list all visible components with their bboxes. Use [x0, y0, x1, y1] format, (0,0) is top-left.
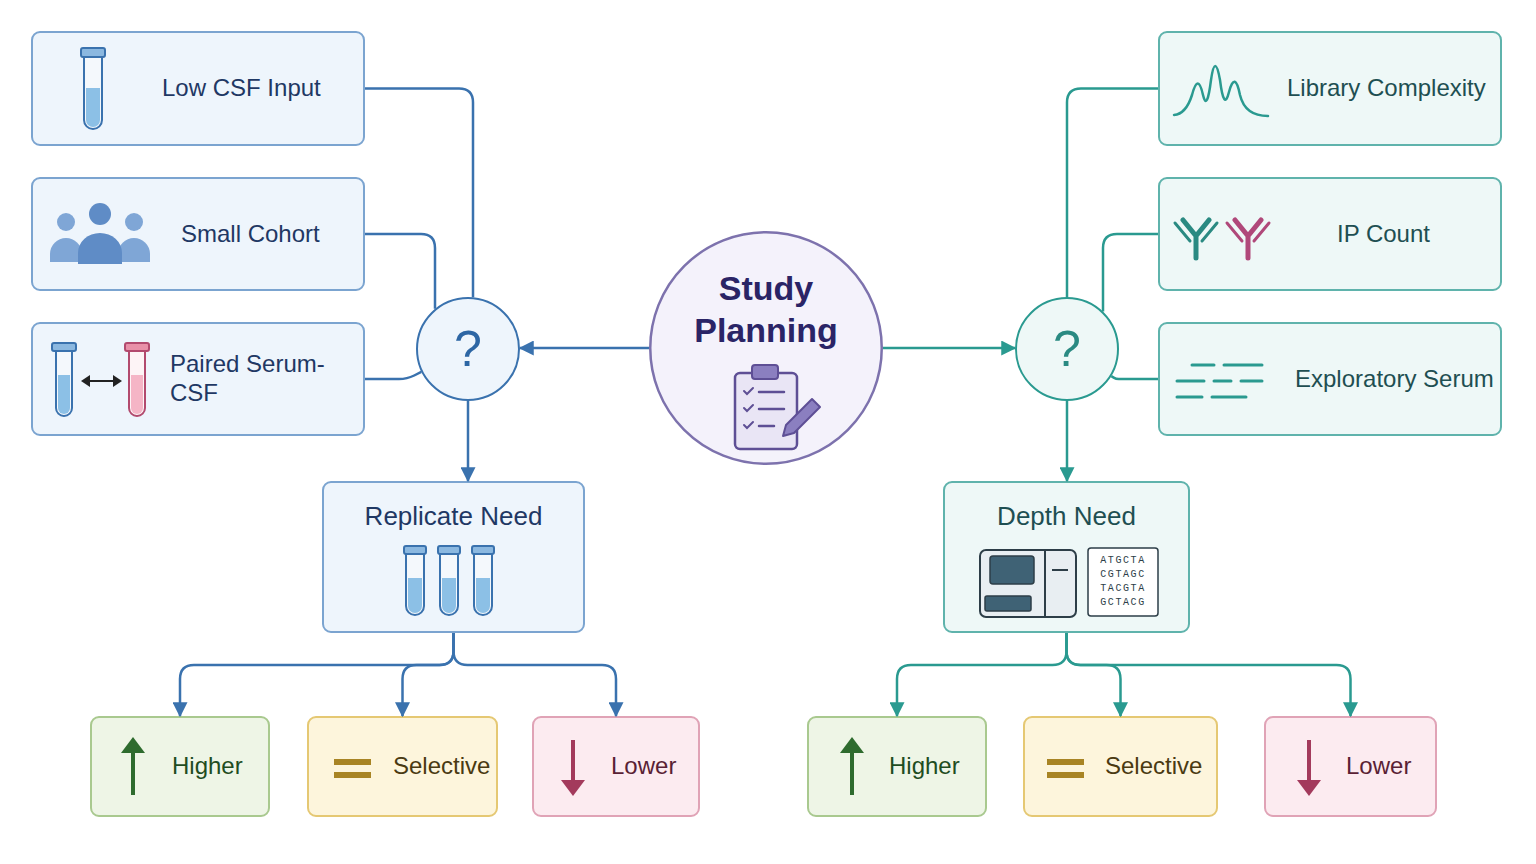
node-label: IP Count: [1337, 179, 1494, 289]
sequence-lines-icon: [1177, 365, 1262, 397]
connector: [467, 401, 470, 481]
connector: [1111, 376, 1158, 379]
factor-box: Paired Serum-CSF: [31, 322, 365, 436]
antibody-icon: [1175, 220, 1269, 258]
need-box: Depth Need: [943, 481, 1190, 633]
decision-circle: ?: [416, 297, 520, 401]
connector: [365, 234, 435, 309]
outcome-box: Higher: [807, 716, 987, 817]
connector: [403, 633, 454, 716]
outcome-box: Lower: [532, 716, 700, 817]
factor-box: Small Cohort: [31, 177, 365, 291]
node-label: Selective: [1105, 718, 1210, 815]
people-icon: [50, 203, 150, 264]
connector: [365, 89, 473, 298]
node-label: Depth Need: [951, 501, 1182, 532]
circle-shape: [650, 232, 882, 464]
factor-box: Exploratory Serum: [1158, 322, 1502, 436]
node-label: Lower: [611, 718, 692, 815]
node-label: ?: [1015, 297, 1119, 401]
waveform-icon: [1174, 66, 1268, 116]
outcome-box: Selective: [1023, 716, 1218, 817]
node-label: Higher: [172, 718, 262, 815]
connector: [1067, 633, 1121, 716]
connector: [1103, 234, 1158, 312]
need-box: Replicate Need: [322, 481, 585, 633]
node-label: Low CSF Input: [162, 33, 357, 144]
connector: [883, 347, 1015, 350]
node-label: Selective: [393, 718, 490, 815]
connector: [180, 633, 454, 716]
outcome-symbols: [121, 737, 1321, 796]
node-label: Replicate Need: [330, 501, 577, 532]
node-label: Exploratory Serum: [1295, 324, 1494, 434]
clipboard-icon: [735, 365, 820, 449]
decision-circle: ?: [1015, 297, 1119, 401]
connector: [897, 633, 1067, 716]
node-label: Small Cohort: [181, 179, 357, 289]
paired-tubes-icon: [52, 343, 149, 416]
outcome-box: Higher: [90, 716, 270, 817]
outcome-box: Selective: [307, 716, 498, 817]
circle-shape: [1016, 298, 1118, 400]
central-circle: Study Planning: [649, 231, 883, 465]
factor-box: Low CSF Input: [31, 31, 365, 146]
node-label: Library Complexity: [1287, 33, 1494, 144]
factor-box: Library Complexity: [1158, 31, 1502, 146]
outcome-box: Lower: [1264, 716, 1437, 817]
factor-box: IP Count: [1158, 177, 1502, 291]
replicate-tubes-icon: [404, 546, 494, 615]
node-label: Paired Serum-CSF: [170, 324, 357, 434]
circle-shape: [417, 298, 519, 400]
connector: [1067, 633, 1351, 716]
node-label: Higher: [889, 718, 979, 815]
connector: [454, 633, 617, 716]
node-label: Lower: [1346, 718, 1429, 815]
sequencer-icon: [980, 548, 1158, 617]
node-label: Study Planning: [679, 267, 853, 351]
connector: [1067, 89, 1158, 298]
node-label: ?: [416, 297, 520, 401]
connector: [365, 372, 421, 379]
connector: [1066, 401, 1069, 481]
connector: [520, 347, 649, 350]
test-tube-icon: [81, 48, 105, 129]
